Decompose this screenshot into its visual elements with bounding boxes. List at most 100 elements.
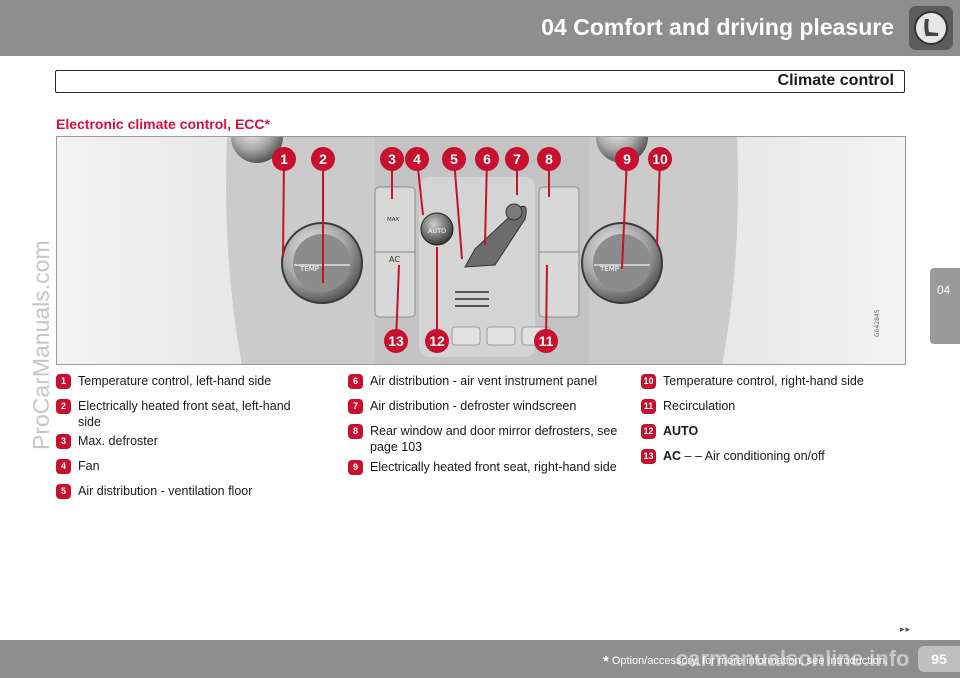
callout-number-5: 5	[450, 151, 458, 167]
legend-item-2: 2 Electrically heated front seat, left-ha…	[56, 398, 308, 430]
callout-number-3: 3	[388, 151, 396, 167]
callout-leader-9	[621, 158, 628, 270]
legend-item-10: 10 Temperature control, right-hand side	[641, 373, 903, 389]
legend-number-badge: 4	[56, 459, 71, 474]
legend-text: Air distribution - air vent instrument p…	[370, 373, 620, 389]
legend-item-8: 8 Rear window and door mirror defrosters,…	[348, 423, 620, 455]
callout-number-10: 10	[652, 151, 668, 167]
legend-item-7: 7 Air distribution - defroster windscreen	[348, 398, 620, 414]
legend-number-badge: 9	[348, 460, 363, 475]
legend-text: Air distribution - ventilation floor	[78, 483, 308, 499]
legend-number-badge: 8	[348, 424, 363, 439]
callout-number-2: 2	[319, 151, 327, 167]
callout-leader-11	[545, 264, 548, 342]
seat-icon	[909, 6, 953, 50]
legend-number-badge: 10	[641, 374, 656, 389]
callout-number-12: 12	[429, 333, 445, 349]
legend-description: Air distribution - air vent instrument p…	[370, 374, 598, 388]
max-label: MAX	[387, 217, 400, 223]
callout-number-11: 11	[539, 333, 554, 349]
legend-description: Air distribution - ventilation floor	[78, 484, 253, 498]
callout-marker-8	[537, 147, 561, 171]
callout-leader-6	[484, 158, 488, 246]
legend-number-badge: 13	[641, 449, 656, 464]
legend-description: Rear window and door mirror defrosters, …	[370, 424, 618, 454]
legend-text: Fan	[78, 458, 308, 474]
legend-bold-label: AC	[663, 449, 682, 463]
callout-marker-3	[380, 147, 404, 171]
legend-description: Fan	[78, 459, 100, 473]
legend-description: Electrically heated front seat, right-ha…	[370, 460, 617, 474]
temp-label-left: TEMP	[299, 265, 319, 273]
legend-number-badge: 5	[56, 484, 71, 499]
callout-marker-7	[505, 147, 529, 171]
legend-item-1: 1 Temperature control, left-hand side	[56, 373, 308, 389]
callout-leader-13	[395, 264, 400, 342]
callout-leader-5	[453, 158, 463, 260]
callout-number-1: 1	[280, 151, 288, 167]
legend-item-11: 11 Recirculation	[641, 398, 903, 414]
callout-marker-11	[534, 329, 558, 353]
section-title: Climate control	[777, 72, 894, 89]
legend-text: Max. defroster	[78, 433, 308, 449]
footnote-star: *	[602, 653, 609, 670]
legend-number-badge: 12	[641, 424, 656, 439]
legend-text: Temperature control, left-hand side	[78, 373, 308, 389]
legend-text: Recirculation	[663, 398, 903, 414]
legend-number-badge: 3	[56, 434, 71, 449]
legend-description: Air distribution - defroster windscreen	[370, 399, 577, 413]
legend-item-4: 4 Fan	[56, 458, 308, 474]
callout-marker-4	[405, 147, 429, 171]
callout-marker-12	[425, 329, 449, 353]
auto-label: AUTO	[428, 227, 446, 235]
chapter-tab	[930, 268, 960, 344]
callout-marker-1	[272, 147, 296, 171]
callout-marker-10	[648, 147, 672, 171]
legend-text: AUTO	[663, 423, 903, 439]
footer-watermark: carmanualsonline.info	[676, 646, 910, 671]
legend-item-12: 12 AUTO	[641, 423, 903, 439]
callout-marker-9	[615, 147, 639, 171]
callout-marker-5	[442, 147, 466, 171]
callout-leader-10	[656, 158, 661, 246]
legend-number-badge: 11	[641, 399, 656, 414]
callout-number-6: 6	[483, 151, 491, 167]
legend-text: Electrically heated front seat, right-ha…	[370, 459, 620, 475]
callout-marker-13	[384, 329, 408, 353]
legend-item-13: 13 AC – – Air conditioning on/off	[641, 448, 903, 464]
legend-description: – – Air conditioning on/off	[681, 449, 825, 463]
image-code: G042845	[874, 309, 881, 337]
footnote: * Option/accessory, for more information…	[603, 653, 888, 670]
legend-bold-label: AUTO	[663, 424, 699, 438]
page-footer: carmanualsonline.info * Option/accessory…	[0, 640, 960, 678]
legend-text: Rear window and door mirror defrosters, …	[370, 423, 620, 455]
legend-number-badge: 7	[348, 399, 363, 414]
legend-item-5: 5 Air distribution - ventilation floor	[56, 483, 308, 499]
legend-number-badge: 2	[56, 399, 71, 414]
callout-number-8: 8	[545, 151, 553, 167]
legend-text: Electrically heated front seat, left-han…	[78, 398, 308, 430]
callout-number-7: 7	[513, 151, 521, 167]
ac-label: AC	[389, 255, 400, 264]
legend-number-badge: 1	[56, 374, 71, 389]
temp-label-right: TEMP	[599, 265, 619, 273]
legend-item-9: 9 Electrically heated front seat, right-h…	[348, 459, 620, 475]
page-number: 95	[918, 646, 960, 672]
legend-description: Electrically heated front seat, left-han…	[78, 399, 291, 429]
callout-marker-6	[475, 147, 499, 171]
chapter-tab-label: 04	[937, 283, 951, 297]
chapter-header: 04 Comfort and driving pleasure	[0, 0, 960, 56]
legend-description: Temperature control, left-hand side	[78, 374, 272, 388]
callout-number-4: 4	[413, 151, 421, 167]
legend-item-3: 3 Max. defroster	[56, 433, 308, 449]
legend-text: Air distribution - defroster windscreen	[370, 398, 620, 414]
footnote-text: Option/accessory, for more information, …	[608, 655, 888, 667]
legend-description: Max. defroster	[78, 434, 158, 448]
legend-text: Temperature control, right-hand side	[663, 373, 903, 389]
continue-arrows: ▸▸	[900, 624, 912, 634]
callout-number-9: 9	[623, 151, 631, 167]
callout-number-13: 13	[388, 333, 404, 349]
